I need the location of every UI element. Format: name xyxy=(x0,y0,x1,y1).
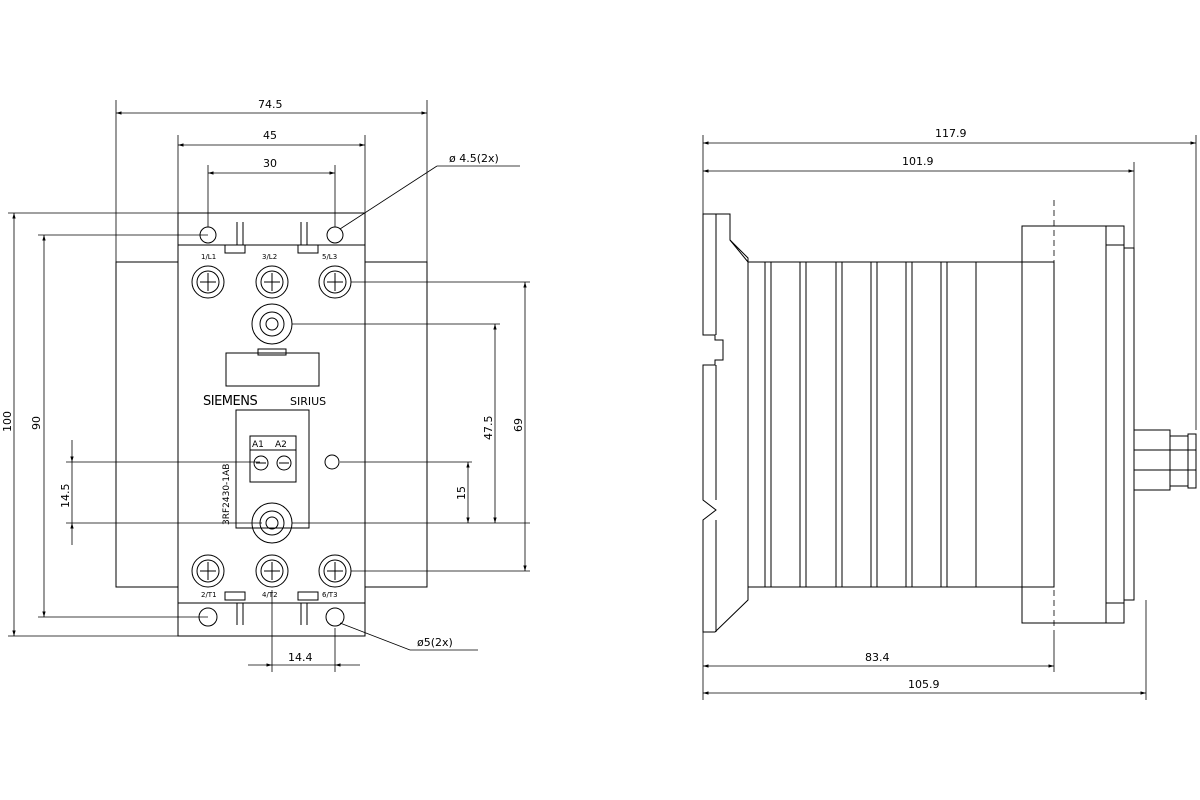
terminal-screw-bottom-2 xyxy=(255,554,289,588)
control-terminal-block xyxy=(235,409,310,529)
terminal-screw-bottom-3 xyxy=(318,554,352,588)
terminal-screw-bottom-1 xyxy=(191,554,225,588)
dim-width-total: 74.5 xyxy=(258,98,283,111)
dim-height-total: 100 xyxy=(1,411,14,432)
terminal-label-bottom-3: 6/T3 xyxy=(322,591,338,599)
control-label-a1: A1 xyxy=(252,440,264,450)
terminal-label-bottom-2: 4/T2 xyxy=(262,591,278,599)
terminal-screw-top-2 xyxy=(255,265,289,299)
dim-hole-top: ø 4.5(2x) xyxy=(449,152,499,165)
brand-sirius: SIRIUS xyxy=(290,395,326,408)
dim-vertical-15: 15 xyxy=(455,486,468,500)
side-view: 117.9 101.9 83.4 105.9 xyxy=(702,127,1197,700)
dim-hole-bottom: ø5(2x) xyxy=(417,636,453,649)
heatsink-right xyxy=(364,261,428,588)
dim-vertical-47-5: 47.5 xyxy=(482,416,495,441)
dim-depth-body: 83.4 xyxy=(865,651,890,664)
heatsink-left xyxy=(115,261,179,588)
terminal-screw-top-3 xyxy=(318,265,352,299)
mount-hole-bottom-right xyxy=(325,607,345,627)
dim-width-holes-inner: 30 xyxy=(263,157,277,170)
dim-left-offset: 14.5 xyxy=(59,484,72,509)
front-view: 1/L1 3/L2 5/L3 SIEMENS SIRIUS xyxy=(1,98,530,672)
terminal-label-top-3: 5/L3 xyxy=(322,253,337,261)
dim-width-holes-outer: 45 xyxy=(263,129,277,142)
dim-overall-top: 117.9 xyxy=(935,127,967,140)
dim-height-body: 90 xyxy=(30,416,43,430)
dim-vertical-69: 69 xyxy=(512,418,525,432)
terminal-label-bottom-1: 2/T1 xyxy=(201,591,217,599)
terminal-label-top-1: 1/L1 xyxy=(201,253,216,261)
status-window xyxy=(225,352,320,387)
dim-terminal-pitch: 14.4 xyxy=(288,651,313,664)
dim-inner-top: 101.9 xyxy=(902,155,934,168)
indicator-hole xyxy=(324,454,340,470)
side-heatsink xyxy=(747,261,1055,588)
front-body xyxy=(177,244,366,604)
mount-hole-top-right xyxy=(326,226,344,244)
dim-depth-total: 105.9 xyxy=(908,678,940,691)
terminal-screw-top-1 xyxy=(191,265,225,299)
model-number: 3RF2430-1AB xyxy=(222,464,232,525)
center-screw-upper xyxy=(251,303,293,345)
control-label-a2: A2 xyxy=(275,440,287,450)
brand-siemens: SIEMENS xyxy=(203,394,257,409)
control-screw-a1 xyxy=(253,455,269,471)
side-housing xyxy=(1021,225,1107,624)
terminal-label-top-2: 3/L2 xyxy=(262,253,277,261)
control-screw-a2 xyxy=(276,455,292,471)
